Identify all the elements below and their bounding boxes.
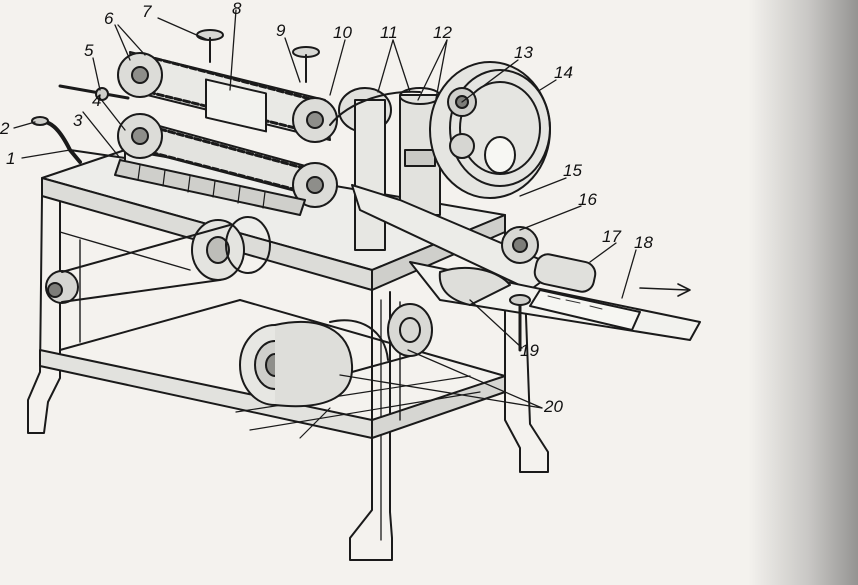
callout-7: 7 — [142, 2, 152, 21]
adjust-knobs — [196, 29, 320, 83]
chain-conveyors — [114, 51, 338, 216]
callout-16: 16 — [578, 190, 597, 209]
callout-4: 4 — [92, 91, 102, 110]
callout-11: 11 — [380, 23, 398, 42]
callout-20: 20 — [544, 397, 563, 416]
callout-5: 5 — [84, 41, 94, 60]
callout-15: 15 — [563, 161, 582, 180]
callout-17: 17 — [602, 227, 621, 246]
callout-8: 8 — [232, 0, 242, 18]
callout-14: 14 — [554, 63, 573, 82]
callout-9: 9 — [276, 21, 286, 40]
callout-13: 13 — [514, 43, 533, 62]
callout-19: 19 — [520, 341, 539, 360]
callout-18: 18 — [634, 233, 653, 252]
drive-pulleys — [45, 216, 271, 304]
callout-3: 3 — [73, 111, 83, 130]
callout-6: 6 — [104, 9, 114, 28]
leader-lines — [13, 9, 637, 409]
page-edge-shadow — [748, 0, 858, 585]
output-guide — [351, 184, 701, 352]
callout-1: 1 — [6, 149, 16, 168]
motor — [239, 303, 433, 408]
main-pulley — [429, 61, 551, 199]
callout-12: 12 — [433, 23, 452, 42]
callout-2: 2 — [0, 119, 10, 138]
callout-10: 10 — [333, 23, 352, 42]
